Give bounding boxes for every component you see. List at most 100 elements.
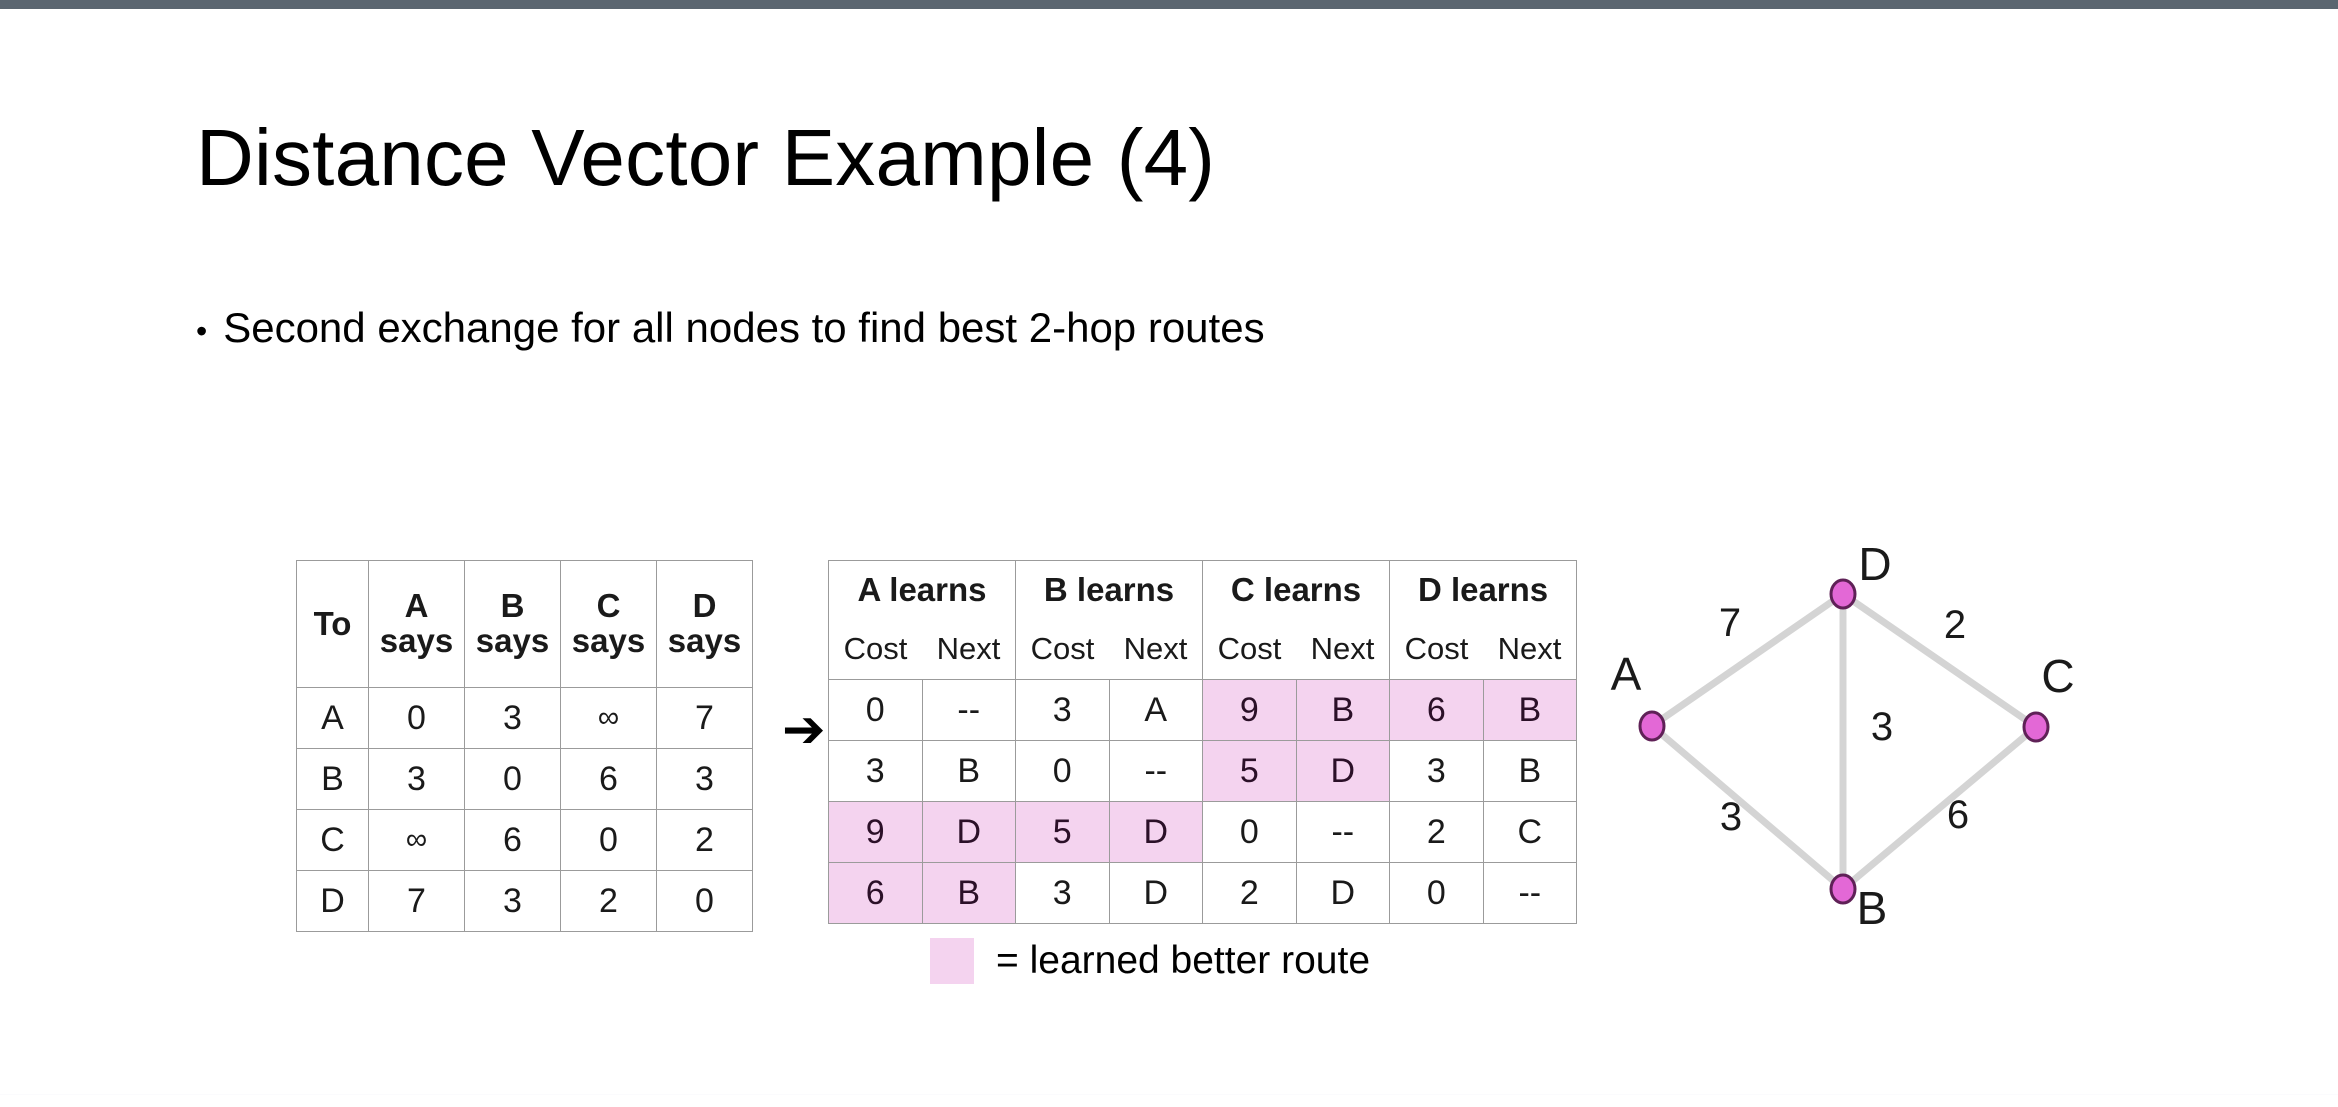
cell-learns: C [1482,801,1578,863]
graph-node-label-a: A [1611,648,1642,700]
cell-learns: 3 [1389,740,1484,802]
cell-says: ∞ [368,809,465,871]
graph-nodes [1638,578,2050,905]
right-arrow-icon: ➔ [782,700,826,760]
cell-learns: B [921,740,1017,802]
cell-learns: 0 [828,679,923,741]
edge-weight-a-b: 3 [1720,795,1742,839]
header-a-node: A [404,587,429,625]
header-c-says: C says [560,560,657,688]
header-a-next: Next [922,619,1017,680]
cell-says: 3 [464,687,561,749]
edge-weight-b-c: 6 [1947,793,1969,837]
bullet-marker-icon: • [196,313,208,349]
header-a-says-label: says [379,622,454,659]
header-d-cost: Cost [1389,619,1484,680]
cell-learns: 3 [1015,679,1110,741]
cell-learns-highlighted: B [1482,679,1578,741]
cell-learns: D [1108,862,1204,924]
header-d-says-label: says [667,622,742,659]
graph-node-a [1638,710,1666,742]
cell-learns: A [1108,679,1204,741]
learns-group-header-row: A learns B learns C learns D learns [827,560,1578,619]
header-a-cost: Cost [828,619,922,680]
header-c-next: Next [1296,619,1391,680]
cell-learns-highlighted: D [921,801,1017,863]
cell-learns: -- [1108,740,1204,802]
cell-learns: B [1482,740,1578,802]
graph-node-label-c: C [2041,650,2074,702]
cell-learns-highlighted: D [1295,740,1391,802]
cell-learns-highlighted: 6 [828,862,923,924]
header-c-says-label: says [571,622,646,659]
row-label-a: A [296,687,369,749]
cell-learns-highlighted: B [921,862,1017,924]
cell-learns: 2 [1202,862,1297,924]
header-c-cost: Cost [1202,619,1297,680]
row-label-b: B [296,748,369,810]
header-a-says: A says [368,560,465,688]
cell-learns: 3 [1015,862,1110,924]
header-to: To [296,560,369,688]
header-c-node: C [596,587,621,625]
cell-learns: 2 [1389,801,1484,863]
cell-learns-highlighted: 6 [1389,679,1484,741]
header-b-learns: B learns [1015,560,1204,619]
cell-says: 3 [464,870,561,932]
graph-node-label-b: B [1857,882,1888,934]
header-b-node: B [500,587,525,625]
cell-says: 2 [560,870,657,932]
row-label-d: D [296,870,369,932]
cell-learns-highlighted: 9 [828,801,923,863]
header-b-next: Next [1109,619,1204,680]
graph-node-c [2022,711,2050,743]
legend-color-swatch [930,938,974,984]
row-label-c: C [296,809,369,871]
cell-says: 6 [560,748,657,810]
cell-says: 3 [656,748,753,810]
learns-sub-header-row: Cost Next Cost Next Cost Next Cost Next [828,619,1578,680]
header-a-learns: A learns [827,560,1017,619]
header-c-learns: C learns [1202,560,1391,619]
cell-says: ∞ [560,687,657,749]
header-d-next: Next [1483,619,1578,680]
cell-says: 3 [368,748,465,810]
graph-edge-a-b [1648,722,1847,893]
edge-weight-d-c: 2 [1944,603,1966,647]
cell-says: 0 [368,687,465,749]
cell-says: 7 [368,870,465,932]
cell-learns-highlighted: 5 [1015,801,1110,863]
cell-says: 2 [656,809,753,871]
cell-learns: -- [1482,862,1578,924]
cell-learns: D [1295,862,1391,924]
table-header-row: To A says B says C says D says [296,560,753,688]
cell-says: 0 [560,809,657,871]
cell-says: 0 [656,870,753,932]
bullet-text: Second exchange for all nodes to find be… [223,304,1265,351]
graph-node-b [1829,873,1857,905]
graph-edges [1648,590,2040,893]
header-b-says: B says [464,560,561,688]
cell-learns: -- [921,679,1017,741]
graph-node-d [1829,578,1857,610]
graph-edge-b-c [1839,723,2040,893]
graph-edge-d-c [1839,590,2040,731]
page-title: Distance Vector Example (4) [196,112,1216,202]
graph-edge-a-d [1648,590,1847,730]
cell-says: 6 [464,809,561,871]
legend-label: = learned better route [996,939,1371,982]
header-b-cost: Cost [1015,619,1110,680]
cell-learns: 0 [1389,862,1484,924]
header-d-says: D says [656,560,753,688]
